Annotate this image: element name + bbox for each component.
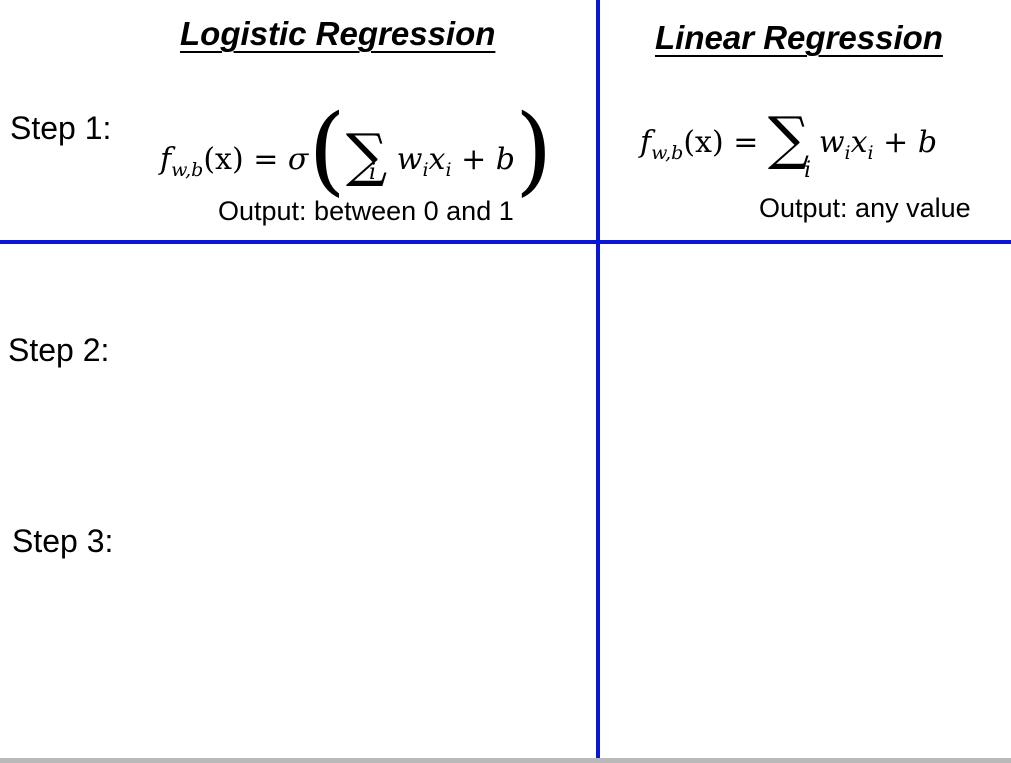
step-3-label: Step 3: — [12, 523, 114, 559]
plus-bias: + b — [883, 125, 938, 160]
linear-formula: fw,b(x) = ∑ wixi + b — [640, 98, 938, 172]
f-symbol: f — [640, 125, 652, 160]
w-index: i — [422, 159, 429, 181]
plus-bias: + b — [461, 142, 515, 177]
close-paren: ) — [514, 94, 553, 206]
equals-sign: = — [733, 125, 759, 160]
x-index: i — [867, 142, 874, 164]
linear-regression-title: Linear Regression — [655, 19, 943, 56]
summation-icon: ∑ — [345, 121, 388, 189]
wb-subscript: w,b — [171, 159, 204, 181]
linear-output-note: Output: any value — [759, 193, 971, 223]
summation-index: i — [369, 160, 377, 185]
bottom-border — [0, 758, 1011, 763]
w-index: i — [844, 142, 851, 164]
horizontal-divider — [0, 240, 1011, 244]
x-index: i — [445, 159, 452, 181]
summation-icon: ∑ — [767, 104, 810, 172]
f-symbol: f — [160, 142, 172, 177]
weight-w: w — [818, 125, 845, 160]
logistic-regression-title: Logistic Regression — [180, 15, 496, 52]
summation-index: i — [804, 158, 812, 183]
vertical-divider — [596, 0, 600, 760]
x-argument: (x) — [203, 142, 244, 177]
step-1-label: Step 1: — [10, 110, 112, 146]
step-2-label: Step 2: — [8, 332, 110, 368]
feature-x: x — [428, 142, 446, 177]
sigma-function: σ — [287, 142, 309, 177]
feature-x: x — [850, 125, 868, 160]
wb-subscript: w,b — [651, 142, 684, 164]
weight-w: w — [396, 142, 423, 177]
logistic-output-note: Output: between 0 and 1 — [218, 196, 514, 226]
equals-sign: = — [253, 142, 279, 177]
x-argument: (x) — [683, 125, 724, 160]
logistic-formula: fw,b(x) = σ(∑ wixi + b) — [160, 88, 552, 198]
open-paren: ( — [308, 94, 346, 206]
